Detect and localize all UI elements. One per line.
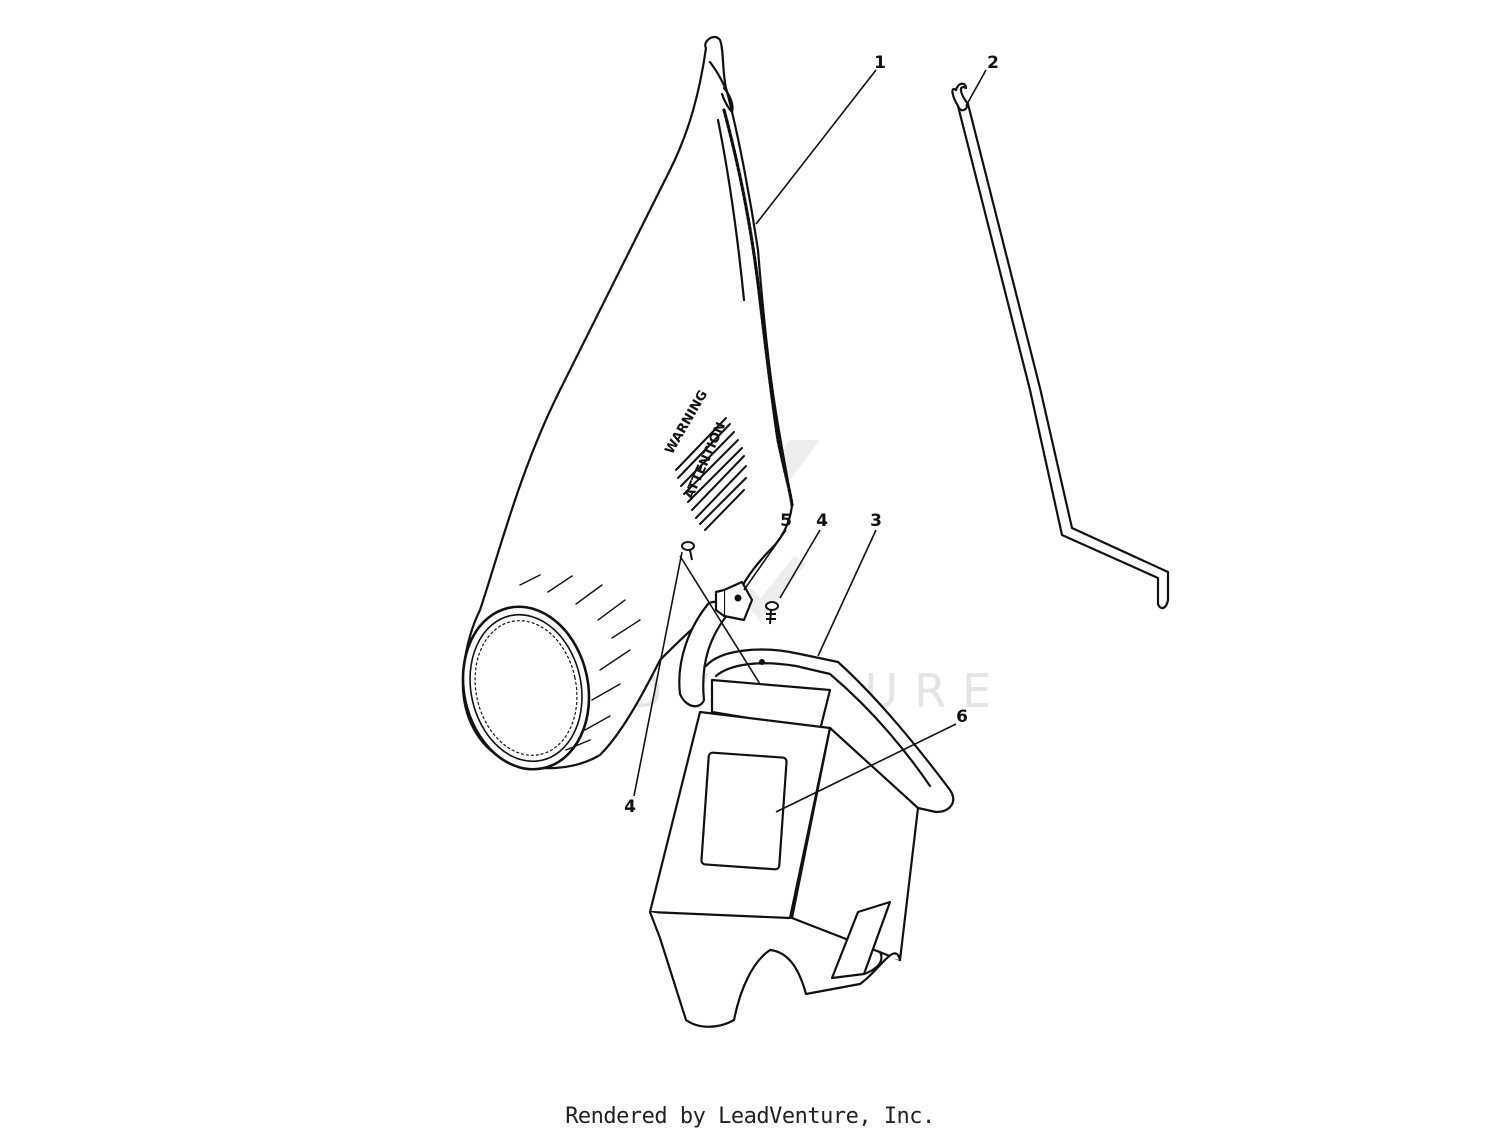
callout-5: 5	[780, 511, 792, 531]
chute-hole	[759, 659, 765, 665]
callout-1: 1	[874, 53, 886, 73]
hinge-clip	[714, 580, 754, 622]
callout-4b: 4	[624, 797, 636, 817]
callout-2: 2	[987, 53, 999, 73]
discharge-chute	[648, 600, 955, 1028]
grass-bag	[461, 35, 794, 771]
callouts: 1 2 3 4 4 5 6	[624, 53, 999, 817]
screw-left	[681, 541, 695, 561]
support-rod	[951, 82, 1170, 610]
callout-3: 3	[870, 511, 882, 531]
footer-credit: Rendered by LeadVenture, Inc.	[565, 1104, 935, 1129]
screw-right	[765, 601, 779, 625]
callout-4a: 4	[816, 511, 828, 531]
leader-lines	[633, 69, 987, 813]
callout-6: 6	[956, 707, 968, 727]
